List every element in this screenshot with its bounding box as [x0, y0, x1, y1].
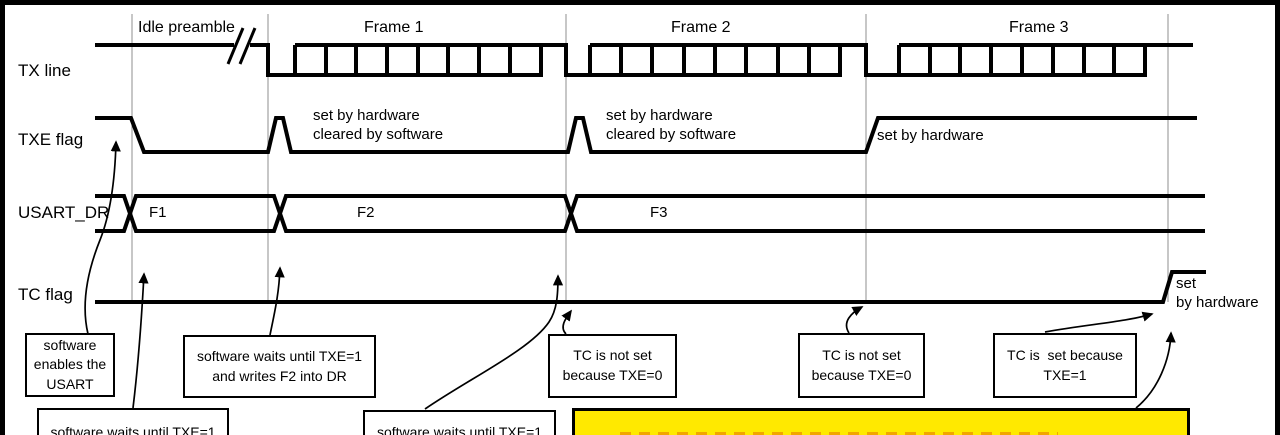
dr-value-f2: F2	[357, 204, 375, 221]
arrow-tc-not-set-frame3-to-tc	[845, 306, 864, 334]
idle-preamble-label: Idle preamble	[138, 19, 235, 36]
frame1-label: Frame 1	[364, 19, 424, 36]
usart-dr-label: USART_DR	[18, 203, 110, 222]
callout-enable-usart: software enables the USART	[25, 333, 115, 397]
arrow-tc-not-set-frame2-to-tc	[561, 309, 572, 335]
arrow-wait-txe-f3-to-dr	[424, 274, 564, 410]
cut-off-red-text	[620, 432, 1058, 435]
tc-flag-label: TC flag	[18, 285, 73, 304]
callout-write-f2: software waits until TXE=1 and writes F2…	[183, 335, 376, 398]
callout-wait-txe-f1: software waits until TXE=1	[37, 408, 229, 435]
callout-tc-not-set-frame3: TC is not set because TXE=0	[798, 333, 925, 398]
dr-value-f1: F1	[149, 204, 167, 221]
dr-value-f3: F3	[650, 204, 668, 221]
arrow-write-f2-to-dr	[269, 266, 285, 336]
yellow-highlight-box	[572, 408, 1190, 435]
arrow-yellow-note-to-tc-rise	[1135, 331, 1176, 409]
arrow-tc-set-to-tc-rise	[1044, 311, 1154, 333]
frame-boundary-gridlines	[131, 14, 1169, 302]
tx-line-label: TX line	[18, 61, 71, 80]
tc-set-annotation: set by hardware	[1176, 275, 1259, 311]
txe-annotation-frame2: set by hardware cleared by software	[606, 107, 737, 143]
callout-tc-not-set-frame2: TC is not set because TXE=0	[548, 334, 677, 398]
frame2-label: Frame 2	[671, 19, 731, 36]
txe-annotation-frame3: set by hardware	[877, 127, 984, 144]
callout-wait-txe-f3: software waits until TXE=1	[363, 410, 556, 435]
txe-flag-label: TXE flag	[18, 130, 84, 149]
txe-annotation-frame1: set by hardware cleared by software	[313, 107, 444, 143]
tc-flag-waveform	[95, 270, 1206, 304]
tx-line-waveform	[95, 43, 1193, 77]
callout-tc-set-frame3: TC is set because TXE=1	[993, 333, 1137, 398]
arrow-enable-usart-to-txe	[84, 140, 121, 335]
arrow-wait-txe-f1-to-dr	[132, 272, 149, 409]
frame3-label: Frame 3	[1009, 19, 1069, 36]
